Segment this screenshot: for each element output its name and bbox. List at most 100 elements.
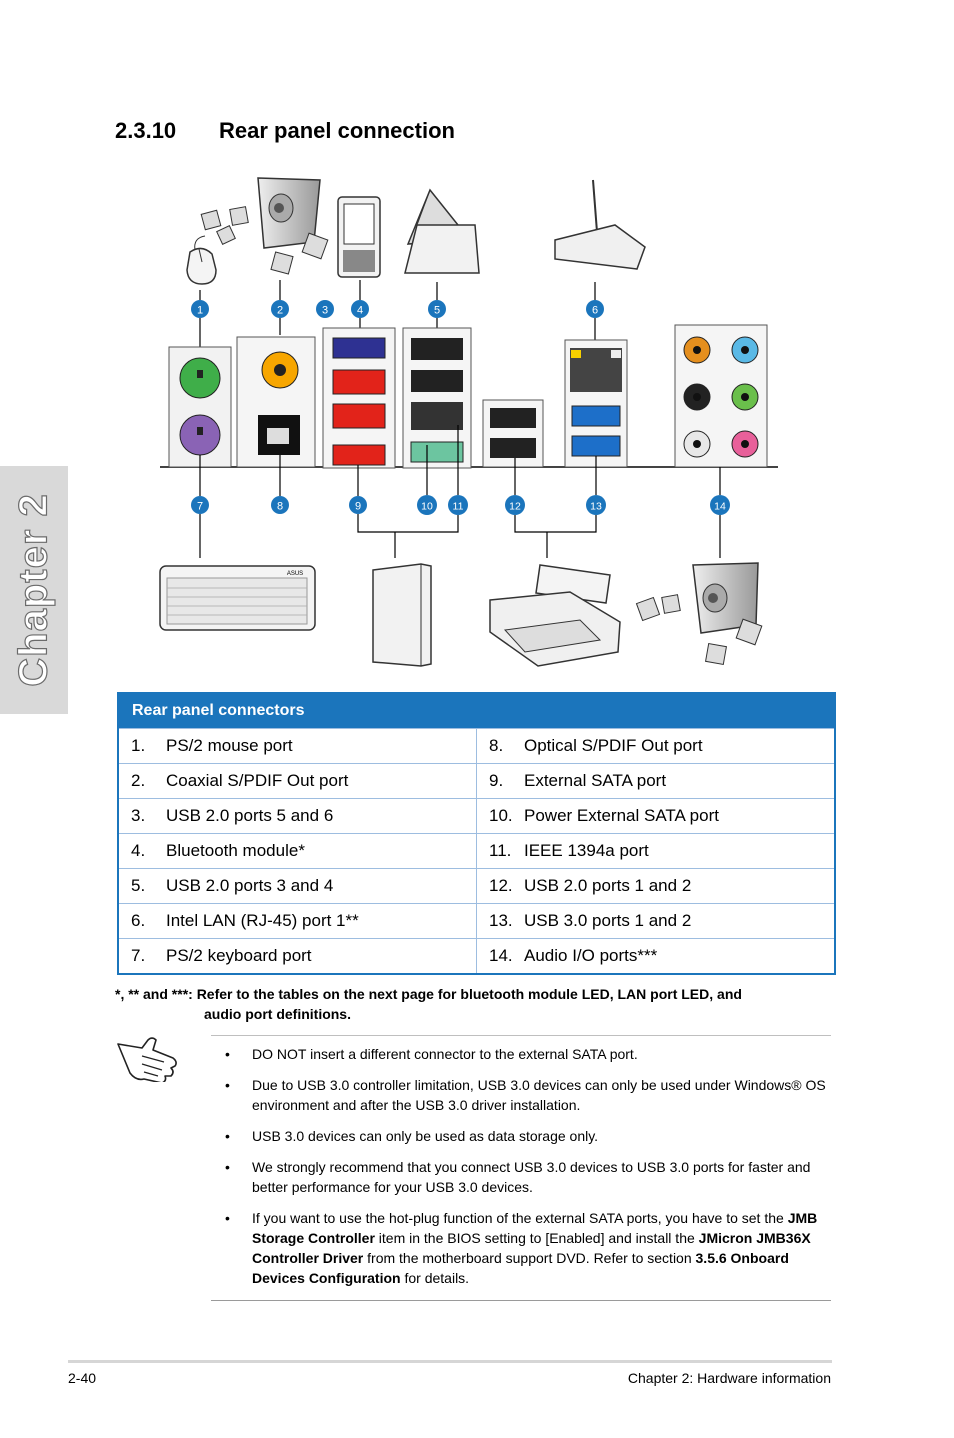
ps2-ports [168,346,232,468]
lan-usb3-stack [564,339,628,468]
usb2-ports-1-2 [482,399,544,468]
footer-chapter-label: Chapter 2: Hardware information [627,1370,831,1386]
bullet-icon: • [225,1128,230,1144]
callout-4: 4 [357,305,363,317]
audio-jacks [674,324,768,468]
item-number: 5. [131,876,146,895]
item-number: 2. [131,771,146,790]
mouse-icon [186,235,217,285]
table-header: Rear panel connectors [119,694,834,728]
list-item: • If you want to use the hot-plug functio… [211,1208,831,1288]
table-cell: 7. PS/2 keyboard port [119,939,476,973]
table-row: 6. Intel LAN (RJ-45) port 1** 13.USB 3.0 … [119,903,834,938]
speaker-system-icon-bottom [635,562,763,666]
item-number: 7. [131,946,146,965]
list-item: •Due to USB 3.0 controller limitation, U… [211,1075,831,1115]
note-text: If you want to use the hot-plug function… [252,1210,817,1286]
item-label: Intel LAN (RJ-45) port 1** [166,911,359,930]
footnote: *, ** and ***: Refer to the tables on th… [115,984,835,1024]
table-row: 1. PS/2 mouse port 8.Optical S/PDIF Out p… [119,728,834,763]
spdif-ports [236,336,316,468]
table-cell: 10.Power External SATA port [476,799,834,833]
item-number: 1. [131,736,146,755]
callout-6: 6 [592,305,598,317]
callout-labels-bottom: 7 8 9 10 11 12 13 14 [191,495,730,515]
note-segment: from the motherboard support DVD. Refer … [363,1250,696,1266]
chapter-tab: Chapter 2 [0,466,68,714]
note-text: USB 3.0 devices can only be used as data… [252,1128,599,1144]
item-label: PS/2 mouse port [166,736,293,755]
callout-7: 7 [197,501,203,513]
note-segment: item in the BIOS setting to [Enabled] an… [374,1230,699,1246]
note-text: Due to USB 3.0 controller limitation, US… [252,1077,826,1113]
table-cell: 2. Coaxial S/PDIF Out port [119,764,476,798]
table-cell: 13.USB 3.0 ports 1 and 2 [476,904,834,938]
callout-labels-top: 1 2 3 4 5 6 [191,300,604,318]
note-hand-icon [117,1037,177,1082]
speaker-system-icon [257,177,329,275]
item-label: Bluetooth module* [166,841,305,860]
item-number: 14. [489,946,513,965]
table-row: 4.Bluetooth module* 11. IEEE 1394a port [119,833,834,868]
note-segment: If you want to use the hot-plug function… [252,1210,788,1226]
table-row: 5. USB 2.0 ports 3 and 4 12. USB 2.0 ports… [119,868,834,903]
item-label: IEEE 1394a port [524,841,649,860]
keyboard-icon: ASUS [159,565,316,631]
item-label: USB 3.0 ports 1 and 2 [524,911,692,930]
note-text: DO NOT insert a different connector to t… [252,1046,638,1062]
callout-13: 13 [590,501,602,513]
item-label: PS/2 keyboard port [166,946,312,965]
small-speakers-icon [200,206,249,245]
table-cell: 5. USB 2.0 ports 3 and 4 [119,869,476,903]
note-segment: for details. [400,1270,470,1286]
callout-8: 8 [277,501,283,513]
item-label: Power External SATA port [524,806,719,825]
table-cell: 14.Audio I/O ports*** [476,939,834,973]
item-number: 9. [489,771,504,790]
section-title: Rear panel connection [219,118,455,143]
table-cell: 1. PS/2 mouse port [119,729,476,763]
table-row: 3.USB 2.0 ports 5 and 6 10.Power Externa… [119,798,834,833]
table-row: 2. Coaxial S/PDIF Out port 9.External SAT… [119,763,834,798]
table-cell: 8.Optical S/PDIF Out port [476,729,834,763]
keyboard-brand-label: ASUS [287,571,303,577]
table-cell: 4.Bluetooth module* [119,834,476,868]
footer-divider [68,1360,832,1363]
page-number: 2-40 [68,1370,97,1386]
bullet-icon: • [225,1159,230,1175]
callout-1: 1 [197,305,203,317]
callout-2: 2 [277,305,283,317]
table-cell: 9.External SATA port [476,764,834,798]
item-label: USB 2.0 ports 1 and 2 [524,876,692,895]
item-number: 12. [489,876,513,895]
item-label: USB 2.0 ports 3 and 4 [166,876,334,895]
section-number: 2.3.10 [115,118,177,143]
note-bold-segment: JMB Storage Controller [252,1210,818,1246]
callout-5: 5 [434,305,440,317]
mobile-phone-icon [337,196,381,278]
callout-14: 14 [714,501,726,513]
wireless-router-icon [554,179,646,270]
table-row: 7. PS/2 keyboard port 14.Audio I/O ports*… [119,938,834,973]
footnote-line-1: *, ** and ***: Refer to the tables on th… [115,986,742,1002]
external-drive-icon [372,563,432,667]
table-cell: 6. Intel LAN (RJ-45) port 1** [119,904,476,938]
usb-esata-stack [402,327,472,469]
item-number: 11. [489,841,512,860]
note-text: We strongly recommend that you connect U… [252,1159,811,1195]
usb-bluetooth-stack [322,327,396,469]
item-label: Coaxial S/PDIF Out port [166,771,349,790]
laptop-icon [404,188,480,274]
chapter-tab-label: Chapter 2 [11,493,56,688]
item-number: 6. [131,911,146,930]
note-bold-segment: 3.5.6 Onboard Devices Configuration [252,1250,789,1286]
section-heading: 2.3.10 Rear panel connection [115,118,455,144]
callout-3: 3 [322,305,328,317]
bullet-icon: • [225,1210,230,1226]
table-cell: 3.USB 2.0 ports 5 and 6 [119,799,476,833]
note-bold-segment: JMicron JMB36X Controller Driver [252,1230,811,1266]
list-item: • DO NOT insert a different connector to … [211,1044,831,1064]
callout-11: 11 [453,501,464,513]
rear-panel-diagram: 1 2 3 4 5 6 [159,177,778,667]
bullet-icon: • [225,1046,230,1062]
